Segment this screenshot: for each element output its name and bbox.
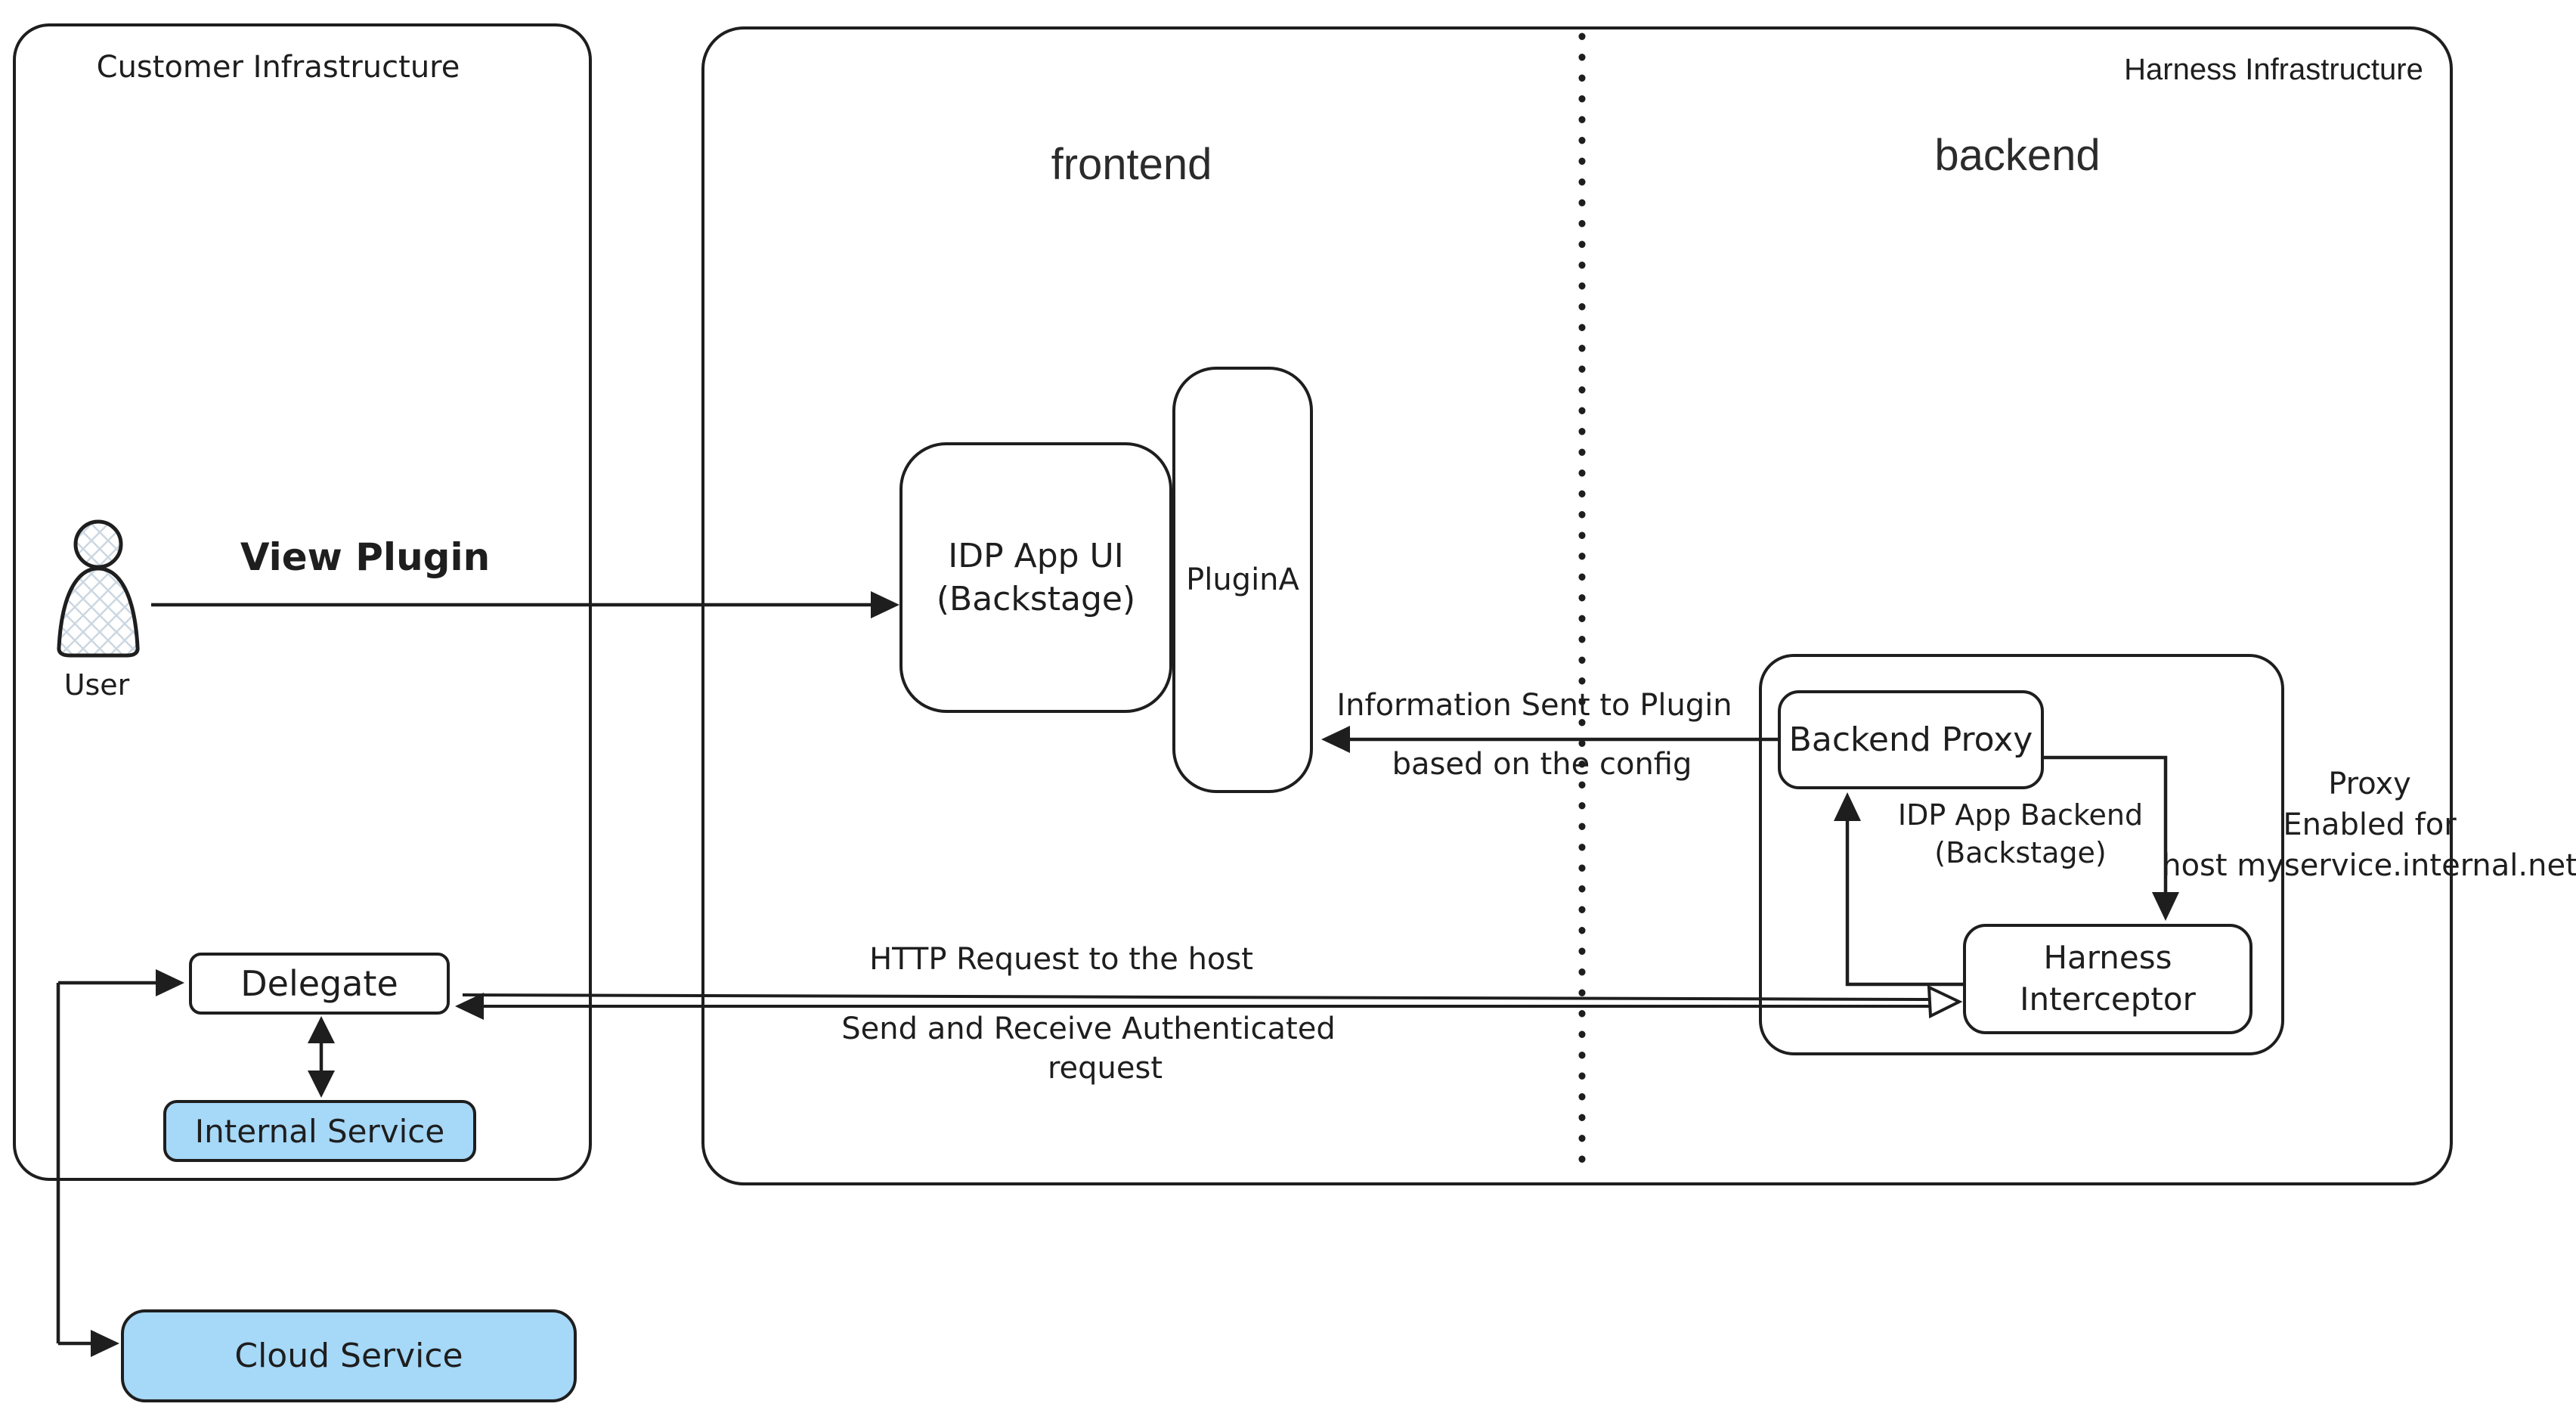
- node-backend-proxy: Backend Proxy: [1778, 690, 2044, 789]
- node-harness-interceptor: Harness Interceptor: [1963, 924, 2252, 1034]
- user-icon: [57, 519, 140, 658]
- user-label: User: [63, 668, 130, 702]
- idp-app-backend-label-line1: IDP App Backend: [1897, 798, 2144, 832]
- internal-service-label: Internal Service: [194, 1112, 445, 1150]
- view-plugin-arrow: [151, 591, 899, 618]
- harness-interceptor-label-line2: Interceptor: [2020, 981, 2196, 1018]
- frontend-section-label: frontend: [1051, 140, 1212, 189]
- backend-section-label: backend: [1934, 131, 2101, 180]
- idp-app-backend-group-box: [1759, 654, 2284, 1055]
- idp-app-ui-label-line1: IDP App UI: [948, 536, 1124, 575]
- node-idp-app-ui: IDP App UI (Backstage): [899, 442, 1172, 713]
- info-to-plugin-arrow: [1321, 726, 1778, 753]
- customer-infrastructure-zone: [13, 23, 592, 1181]
- node-cloud-service: Cloud Service: [121, 1309, 577, 1402]
- view-plugin-edge-label: View Plugin: [240, 535, 491, 579]
- backend-proxy-label: Backend Proxy: [1788, 720, 2033, 759]
- delegate-label: Delegate: [240, 963, 398, 1004]
- idp-app-backend-label-line2: (Backstage): [1934, 836, 2107, 869]
- auth-request-edge-label-line2: request: [1047, 1051, 1163, 1086]
- harness-infrastructure-zone: [701, 26, 2453, 1185]
- harness-interceptor-label-line1: Harness: [2043, 939, 2172, 977]
- node-delegate: Delegate: [189, 953, 450, 1015]
- harness-zone-title: Harness Infrastructure: [2124, 53, 2423, 86]
- node-internal-service: Internal Service: [163, 1100, 476, 1162]
- interceptor-to-proxy-arrow: [1834, 792, 1963, 987]
- proxy-enabled-label-line1: Proxy: [2328, 767, 2411, 801]
- info-to-plugin-edge-label-line1: Information Sent to Plugin: [1336, 688, 1732, 723]
- proxy-enabled-label-line3: host myservice.internal.net: [2162, 848, 2576, 883]
- auth-request-edge-label-line1: Send and Receive Authenticated: [841, 1012, 1336, 1046]
- plugin-a-label: PluginA: [1186, 562, 1299, 597]
- proxy-enabled-label-line2: Enabled for: [2283, 807, 2457, 842]
- node-plugin-a: PluginA: [1172, 367, 1313, 793]
- http-request-arrow-to-delegate: [455, 993, 1930, 1020]
- customer-zone-title: Customer Infrastructure: [96, 50, 460, 85]
- http-request-edge-label: HTTP Request to the host: [869, 942, 1253, 977]
- proxy-to-interceptor-arrow: [2044, 755, 2179, 921]
- cloud-service-label: Cloud Service: [234, 1337, 463, 1375]
- idp-app-ui-label-line2: (Backstage): [936, 580, 1136, 618]
- delegate-internal-arrow: [308, 1016, 335, 1098]
- cloud-delegate-route: [56, 969, 184, 1357]
- http-request-arrow-to-interceptor: [462, 984, 1963, 1019]
- info-to-plugin-edge-label-line2: based on the config: [1392, 747, 1692, 782]
